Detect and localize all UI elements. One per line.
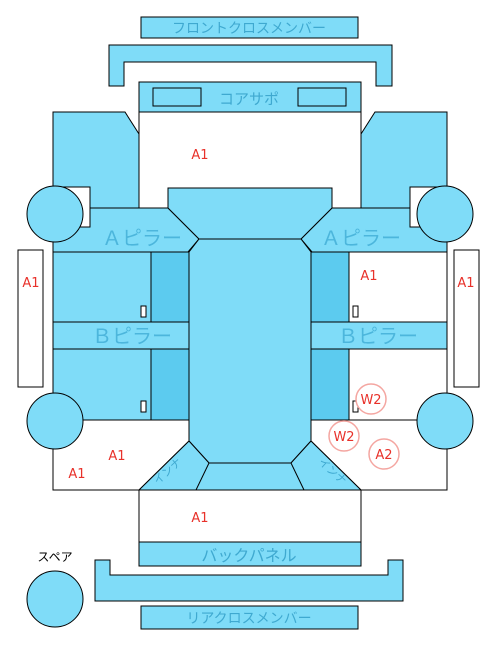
right-a-pillar-label: Ａピラー <box>321 226 401 250</box>
right-b-pillar[interactable] <box>310 321 448 350</box>
mark-right-outer-panel: A1 <box>457 276 474 291</box>
right-handle-front <box>352 305 359 318</box>
left-b-pillar-label: Ｂピラー <box>92 324 172 348</box>
mark-front-hood: A1 <box>191 148 208 163</box>
left-b-pillar[interactable] <box>52 321 190 350</box>
roof[interactable] <box>188 238 312 464</box>
left-a-pillar-label: Ａピラー <box>102 226 182 250</box>
mark-rear-left-lower: A1 <box>68 467 85 482</box>
back-panel[interactable] <box>138 541 362 567</box>
spare-label: スペア <box>37 550 72 564</box>
core-support-right-slot <box>297 87 347 107</box>
right-b-pillar-label: Ｂピラー <box>338 324 418 348</box>
mark-right-front-door: A1 <box>360 269 377 284</box>
spare-tire[interactable] <box>26 570 84 628</box>
rear-cross-member-label: リアクロスメンバー <box>186 611 311 627</box>
right-front-door[interactable] <box>348 251 448 323</box>
mark-right-rear-a2: A2 <box>375 448 392 463</box>
back-panel-label: バックパネル <box>201 546 296 565</box>
mark-trunk: A1 <box>191 511 208 526</box>
front-left-wheel[interactable] <box>26 185 84 243</box>
mark-left-outer-panel: A1 <box>22 276 39 291</box>
mark-rear-left-upper: A1 <box>108 449 125 464</box>
mark-circle-w2-lower <box>328 420 360 452</box>
left-handle-front <box>140 305 147 318</box>
front-cross-member-label: フロントクロスメンバー <box>172 21 326 37</box>
left-outer-panel[interactable] <box>17 249 44 388</box>
rear-right-wheel[interactable] <box>416 392 474 450</box>
mark-right-rear-w2-upper: W2 <box>360 393 381 408</box>
mark-circle-a2 <box>368 438 400 470</box>
core-support-left-slot <box>152 87 202 107</box>
rear-cross-member[interactable] <box>140 605 359 630</box>
mark-right-rear-w2-lower: W2 <box>333 430 354 445</box>
rear-bumper[interactable] <box>94 559 404 602</box>
core-support-label: コアサポ <box>219 90 279 108</box>
trunk[interactable] <box>138 489 362 543</box>
right-rear-inner[interactable] <box>310 348 350 421</box>
mark-circle-w2-upper <box>355 383 387 415</box>
left-handle-rear <box>140 400 147 413</box>
front-right-wheel[interactable] <box>416 185 474 243</box>
windshield[interactable] <box>167 187 333 240</box>
left-inner-panel[interactable] <box>150 251 190 323</box>
front-bumper[interactable] <box>108 44 393 87</box>
front-cross-member[interactable] <box>140 16 359 39</box>
left-rear-inner[interactable] <box>150 348 190 421</box>
left-rocker[interactable] <box>52 251 152 323</box>
right-outer-panel[interactable] <box>453 249 480 388</box>
right-inner-panel[interactable] <box>310 251 350 323</box>
rear-left-wheel[interactable] <box>26 392 84 450</box>
